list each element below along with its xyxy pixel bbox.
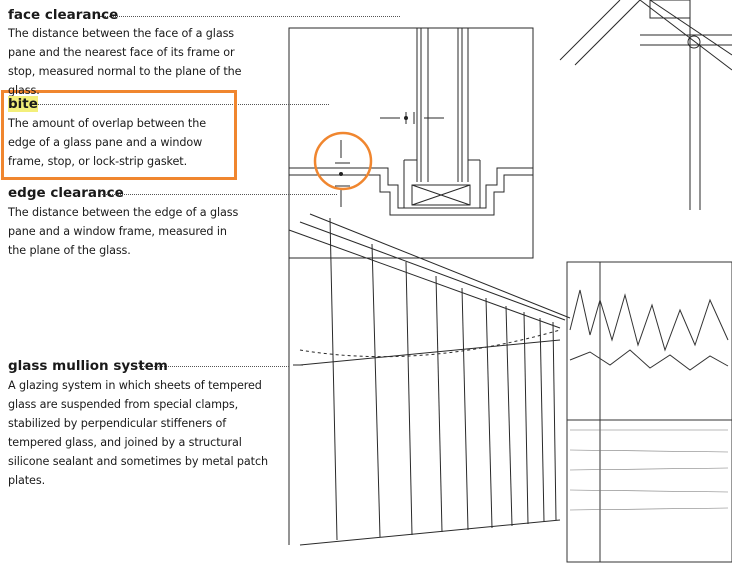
bite-term: bite — [8, 96, 38, 112]
edge-clearance-leader — [102, 194, 337, 195]
edge-clearance-definition: The distance between the edge of a glass… — [8, 206, 239, 257]
edge-clearance-term: edge clearance — [8, 185, 124, 201]
glass-mullion-leader — [139, 366, 289, 367]
bite-highlight-box — [1, 90, 237, 180]
bite-leader — [34, 104, 329, 105]
glass-mullion-system-definition: A glazing system in which sheets of temp… — [8, 379, 269, 487]
glazing-detail-frame — [288, 27, 534, 259]
face-clearance-leader — [100, 16, 400, 17]
face-clearance-definition: The distance between the face of a glass… — [8, 27, 242, 97]
bite-term-text: bite — [8, 96, 38, 112]
glass-mullion-system-term: glass mullion system — [8, 358, 168, 374]
bite-callout-circle — [313, 131, 373, 191]
face-clearance-term: face clearance — [8, 7, 119, 23]
bite-definition: The amount of overlap between the edge o… — [8, 117, 206, 168]
